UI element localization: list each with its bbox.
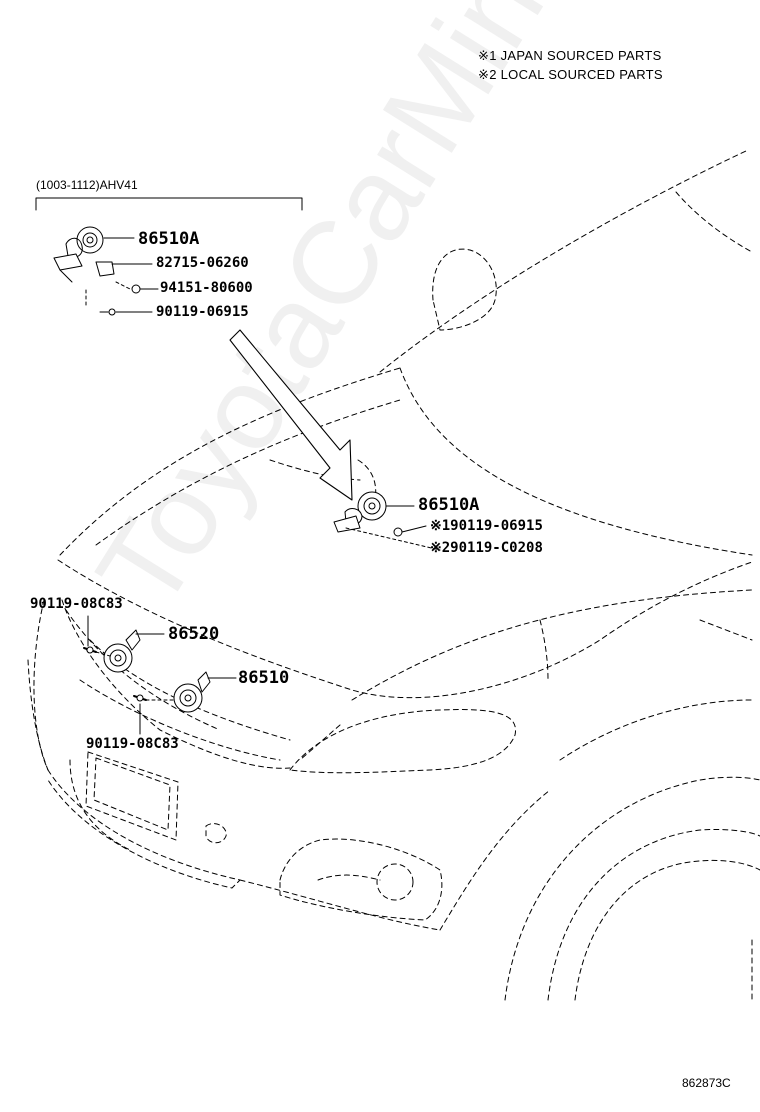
diagram-id: 862873C [682,1076,731,1090]
part-callout-90119-06915-japan[interactable]: ※190119-06915 [430,518,543,534]
part-callout-86510a-main[interactable]: 86510A [418,495,480,515]
location-arrow [229,329,353,501]
legend-japan-sourced: ※1 JAPAN SOURCED PARTS [478,48,662,63]
part-callout-90119-08c83-lower[interactable]: 90119-08C83 [86,736,179,752]
variant-bracket [35,197,303,211]
variant-label: (1003-1112)AHV41 [36,178,138,192]
part-callout-90119-06915-inset[interactable]: 90119-06915 [156,304,249,320]
part-callout-82715-06260[interactable]: 82715-06260 [156,255,249,271]
part-callout-86510a-inset[interactable]: 86510A [138,229,200,249]
inset-horn-assembly [53,226,159,316]
part-callout-94151-80600[interactable]: 94151-80600 [160,280,253,296]
part-callout-86510[interactable]: 86510 [238,668,290,688]
part-callout-90119-c0208-local[interactable]: ※290119-C0208 [430,540,543,556]
legend-local-sourced: ※2 LOCAL SOURCED PARTS [478,67,663,82]
front-horn-left [83,615,165,673]
main-horn-assembly [333,491,441,551]
front-horn-right [133,671,237,735]
part-callout-86520[interactable]: 86520 [168,624,220,644]
car-body-outline [27,149,760,1001]
part-callout-90119-08c83-upper[interactable]: 90119-08C83 [30,596,123,612]
